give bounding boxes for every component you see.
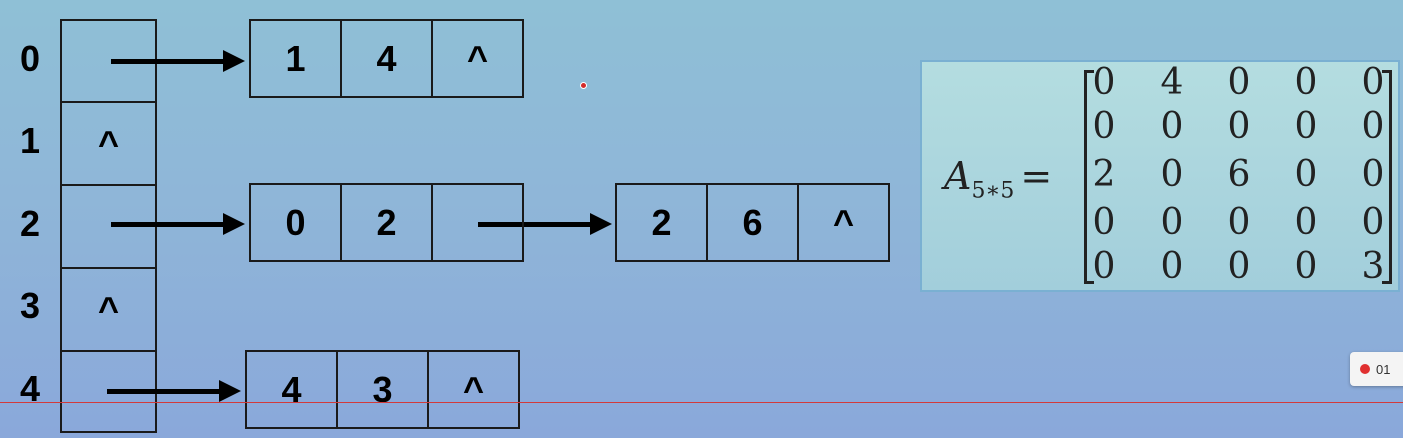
node-row2b-next: ^ [797,183,890,262]
matrix-cell: 4 [1160,62,1184,103]
matrix-equals: = [1020,154,1053,198]
matrix-cell: 0 [1361,62,1385,103]
matrix-cell: 0 [1160,246,1184,287]
matrix-cell: 0 [1160,154,1184,195]
node-row4-val: 3 [336,350,429,429]
matrix-cell: 0 [1092,106,1116,147]
matrix-cell: 0 [1227,202,1251,243]
pointer-arrow-row2 [111,213,245,235]
matrix-cell: 0 [1294,106,1318,147]
node-row2a-val: 2 [340,183,433,262]
pointer-arrow-row2-next [478,213,612,235]
matrix-cell: 0 [1361,202,1385,243]
matrix-cell: 0 [1227,62,1251,103]
matrix-cell: 0 [1160,202,1184,243]
node-row0-col: 1 [249,19,342,98]
matrix-label: A5∗5= [944,154,1052,204]
matrix-cell: 0 [1294,202,1318,243]
node-row2b-val: 6 [706,183,799,262]
matrix-cell: 0 [1092,246,1116,287]
matrix-subscript: 5∗5 [971,178,1015,204]
row-index-1: 1 [20,120,41,161]
head-cell-3: ^ [60,267,157,352]
matrix-right-bracket [1382,70,1392,284]
node-row0-next: ^ [431,19,524,98]
pointer-dot [580,82,587,89]
recording-badge[interactable]: 01 [1350,352,1403,386]
matrix-left-bracket [1084,70,1094,284]
matrix-cell: 0 [1160,106,1184,147]
node-row4-col: 4 [245,350,338,429]
matrix-cell: 0 [1227,106,1251,147]
recording-time: 01 [1376,361,1391,377]
matrix-cell: 0 [1361,154,1385,195]
row-index-0: 0 [20,38,41,79]
node-row4-next: ^ [427,350,520,429]
matrix-cell: 0 [1227,246,1251,287]
row-index-4: 4 [20,368,41,409]
pointer-arrow-row4 [107,380,241,402]
matrix-cell: 0 [1361,106,1385,147]
row-index-2: 2 [20,203,41,244]
matrix-cell: 0 [1092,62,1116,103]
matrix-cell: 0 [1294,154,1318,195]
node-row2a-next [431,183,524,262]
matrix-cell: 6 [1227,154,1251,195]
matrix-cell: 3 [1361,246,1385,287]
record-icon [1360,364,1370,374]
row-index-3: 3 [20,285,41,326]
matrix-cell: 0 [1294,62,1318,103]
matrix-cell: 2 [1092,154,1116,195]
matrix-symbol: A [944,154,972,198]
node-row0-val: 4 [340,19,433,98]
guide-line [0,402,1403,403]
matrix-cell: 0 [1294,246,1318,287]
node-row2a-col: 0 [249,183,342,262]
matrix-panel: A5∗5= 0 4 0 0 0 0 0 0 0 0 2 0 6 0 0 0 0 … [920,60,1400,292]
node-row2b-col: 2 [615,183,708,262]
head-cell-1: ^ [60,101,157,186]
matrix-cell: 0 [1092,202,1116,243]
pointer-arrow-row0 [111,50,245,72]
